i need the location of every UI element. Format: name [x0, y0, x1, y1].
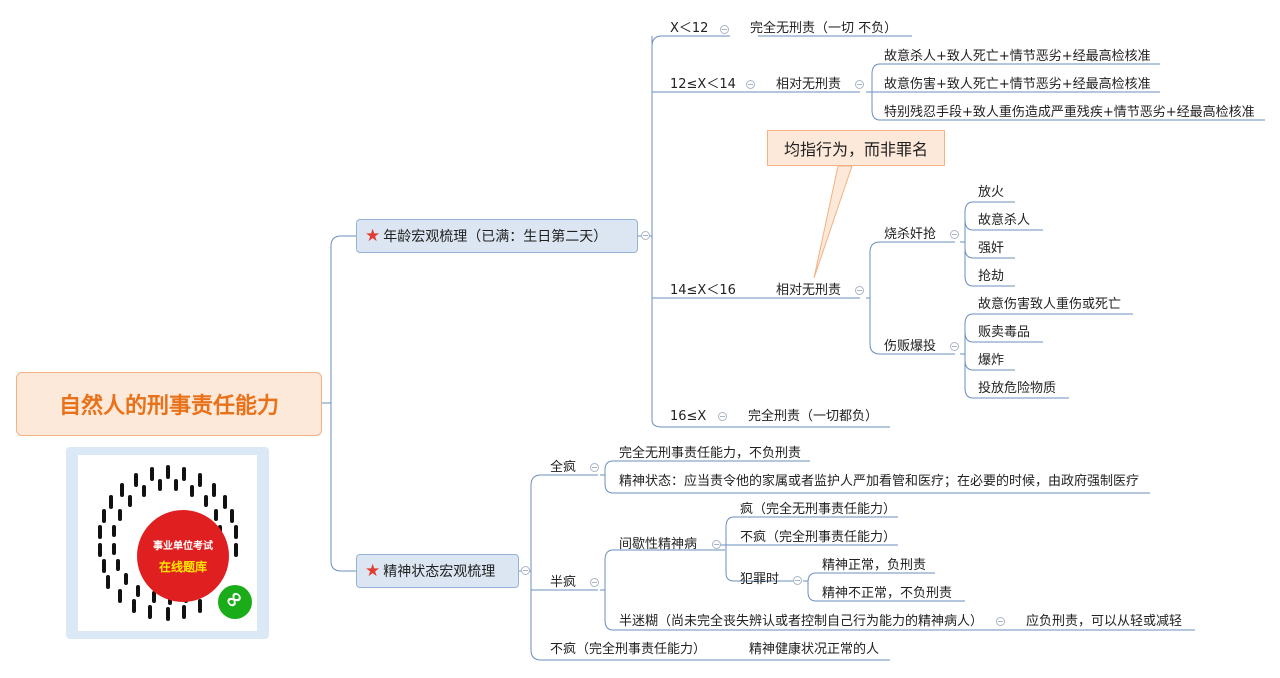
age-lt12-result[interactable]: 完全无刑责（一切 不负）: [750, 21, 898, 36]
crime-time-label[interactable]: 犯罪时: [740, 572, 780, 587]
age-14-16-result[interactable]: 相对无刑责: [776, 283, 842, 298]
partial-label[interactable]: 半迷糊（尚未完全丧失辨认或者控制自己行为能力的精神病人）: [619, 614, 984, 629]
age-12-14-label[interactable]: 12≤X＜14: [670, 77, 736, 92]
root-topic-label: 自然人的刑事责任能力: [58, 394, 279, 419]
collapse-toggle-icon[interactable]: [950, 230, 959, 239]
crime-item[interactable]: 故意伤害致人重伤或死亡: [978, 297, 1122, 312]
callout-text: 均指行为，而非罪名: [783, 140, 928, 159]
age-12-14-result[interactable]: 相对无刑责: [776, 77, 842, 92]
crime-item[interactable]: 放火: [978, 185, 1005, 200]
crime-item[interactable]: 爆炸: [978, 353, 1005, 368]
collapse-toggle-icon[interactable]: [793, 576, 802, 585]
qr-code-panel[interactable]: 事业单位考试 在线题库: [66, 447, 269, 639]
age-lt12-label[interactable]: X＜12: [670, 21, 709, 36]
collapse-toggle-icon[interactable]: [521, 566, 530, 575]
age-14-16-label[interactable]: 14≤X＜16: [670, 283, 736, 298]
collapse-toggle-icon[interactable]: [855, 286, 864, 295]
crime-item[interactable]: 贩卖毒品: [978, 325, 1031, 340]
branch-age[interactable]: ★ 年龄宏观梳理（已满：生日第二天）: [356, 219, 638, 253]
collapse-toggle-icon[interactable]: [718, 412, 727, 421]
sane-result[interactable]: 精神健康状况正常的人: [749, 642, 880, 657]
half-mad-label[interactable]: 半疯: [550, 575, 577, 590]
collapse-toggle-icon[interactable]: [590, 578, 599, 587]
branch-mental[interactable]: ★ 精神状态宏观梳理: [356, 554, 519, 588]
partial-result[interactable]: 应负刑责，可以从轻或减轻: [1026, 614, 1183, 629]
qr-logo-line2: 在线题库: [158, 560, 207, 574]
intermittent-item[interactable]: 疯（完全无刑事责任能力）: [740, 502, 897, 517]
branch-mental-label: 精神状态宏观梳理: [383, 564, 496, 580]
star-icon: ★: [365, 561, 381, 581]
qr-pattern-icon: [98, 465, 238, 621]
intermittent-label[interactable]: 间歇性精神病: [619, 537, 698, 552]
condition-item[interactable]: 故意伤害+致人死亡+情节恶劣+经最高检核准: [884, 77, 1151, 92]
condition-item[interactable]: 故意杀人+致人死亡+情节恶劣+经最高检核准: [884, 49, 1151, 64]
qr-code: 事业单位考试 在线题库: [78, 455, 257, 631]
qr-logo: 事业单位考试 在线题库: [137, 510, 229, 602]
crime-item[interactable]: 强奸: [978, 241, 1005, 256]
qr-logo-line1: 事业单位考试: [153, 541, 213, 552]
full-mad-item[interactable]: 精神状态：应当责令他的家属或者监护人严加看管和医疗；在必要的时候，由政府强制医疗: [619, 474, 1140, 489]
star-icon: ★: [365, 226, 381, 246]
callout-note[interactable]: 均指行为，而非罪名: [767, 130, 945, 166]
branch-age-label: 年龄宏观梳理（已满：生日第二天）: [383, 229, 608, 245]
crime-item[interactable]: 抢劫: [978, 269, 1005, 284]
crime-item[interactable]: 投放危险物质: [978, 381, 1057, 396]
age-ge16-label[interactable]: 16≤X: [670, 409, 707, 424]
sane-label[interactable]: 不疯（完全刑事责任能力）: [550, 642, 707, 657]
group-label[interactable]: 伤贩爆投: [884, 339, 937, 354]
group-label[interactable]: 烧杀奸抢: [884, 227, 937, 242]
collapse-toggle-icon[interactable]: [641, 231, 650, 240]
full-mad-item[interactable]: 完全无刑事责任能力，不负刑责: [619, 446, 802, 461]
condition-item[interactable]: 特别残忍手段+致人重伤造成严重残疾+情节恶劣+经最高检核准: [884, 105, 1255, 120]
full-mad-label[interactable]: 全疯: [550, 460, 577, 475]
crime-time-item[interactable]: 精神正常，负刑责: [822, 558, 927, 573]
crime-time-item[interactable]: 精神不正常，不负刑责: [822, 586, 953, 601]
collapse-toggle-icon[interactable]: [590, 463, 599, 472]
crime-item[interactable]: 故意杀人: [978, 213, 1031, 228]
mini-program-icon: [218, 585, 252, 619]
collapse-toggle-icon[interactable]: [746, 80, 755, 89]
root-topic[interactable]: 自然人的刑事责任能力: [16, 372, 322, 436]
collapse-toggle-icon[interactable]: [712, 540, 721, 549]
intermittent-item[interactable]: 不疯（完全刑事责任能力）: [740, 530, 897, 545]
collapse-toggle-icon[interactable]: [950, 342, 959, 351]
collapse-toggle-icon[interactable]: [720, 25, 729, 34]
age-ge16-result[interactable]: 完全刑责（一切都负）: [748, 409, 879, 424]
collapse-toggle-icon[interactable]: [855, 80, 864, 89]
collapse-toggle-icon[interactable]: [996, 617, 1005, 626]
